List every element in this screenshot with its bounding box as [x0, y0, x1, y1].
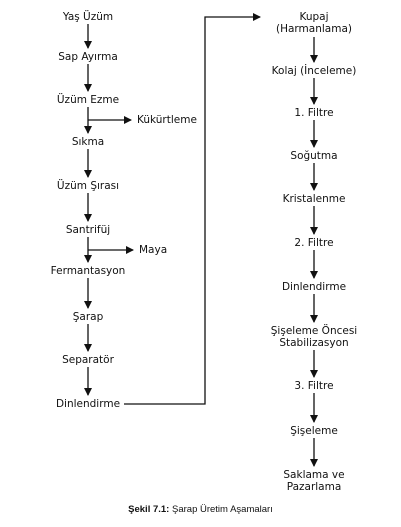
step-sarap: Şarap: [72, 311, 104, 323]
step-sogutma: Soğutma: [290, 150, 338, 162]
step-uzum-ezme: Üzüm Ezme: [56, 94, 120, 106]
step-fermantasyon: Fermantasyon: [50, 265, 126, 277]
figure-caption: Şekil 7.1: Şarap Üretim Aşamaları: [0, 504, 401, 515]
side-maya: Maya: [139, 244, 168, 256]
step-filtre-2: 2. Filtre: [294, 237, 334, 249]
step-santrifuj: Santrifüj: [65, 224, 111, 236]
caption-label: Şekil 7.1:: [128, 504, 170, 515]
step-siseleme: Şişeleme: [290, 425, 338, 437]
step-kristalenme: Kristalenme: [282, 193, 346, 205]
side-kukurtleme: Kükürtleme: [137, 114, 197, 126]
step-sikma: Sıkma: [71, 136, 105, 148]
step-dinlendirme-left: Dinlendirme: [55, 398, 121, 410]
step-filtre-3: 3. Filtre: [294, 380, 334, 392]
step-dinlendirme-right: Dinlendirme: [281, 281, 347, 293]
step-uzum-sirasi: Üzüm Şırası: [56, 180, 120, 192]
step-yas-uzum: Yaş Üzüm: [62, 11, 114, 23]
caption-text: Şarap Üretim Aşamaları: [169, 504, 273, 515]
step-kupaj: Kupaj(Harmanlama): [276, 11, 352, 35]
step-kolaj: Kolaj (İnceleme): [271, 65, 357, 77]
step-separator: Separatör: [62, 354, 114, 366]
connector-arrow: [124, 13, 261, 405]
step-filtre-1: 1. Filtre: [294, 107, 334, 119]
step-sap-ayirma: Sap Ayırma: [58, 51, 118, 63]
